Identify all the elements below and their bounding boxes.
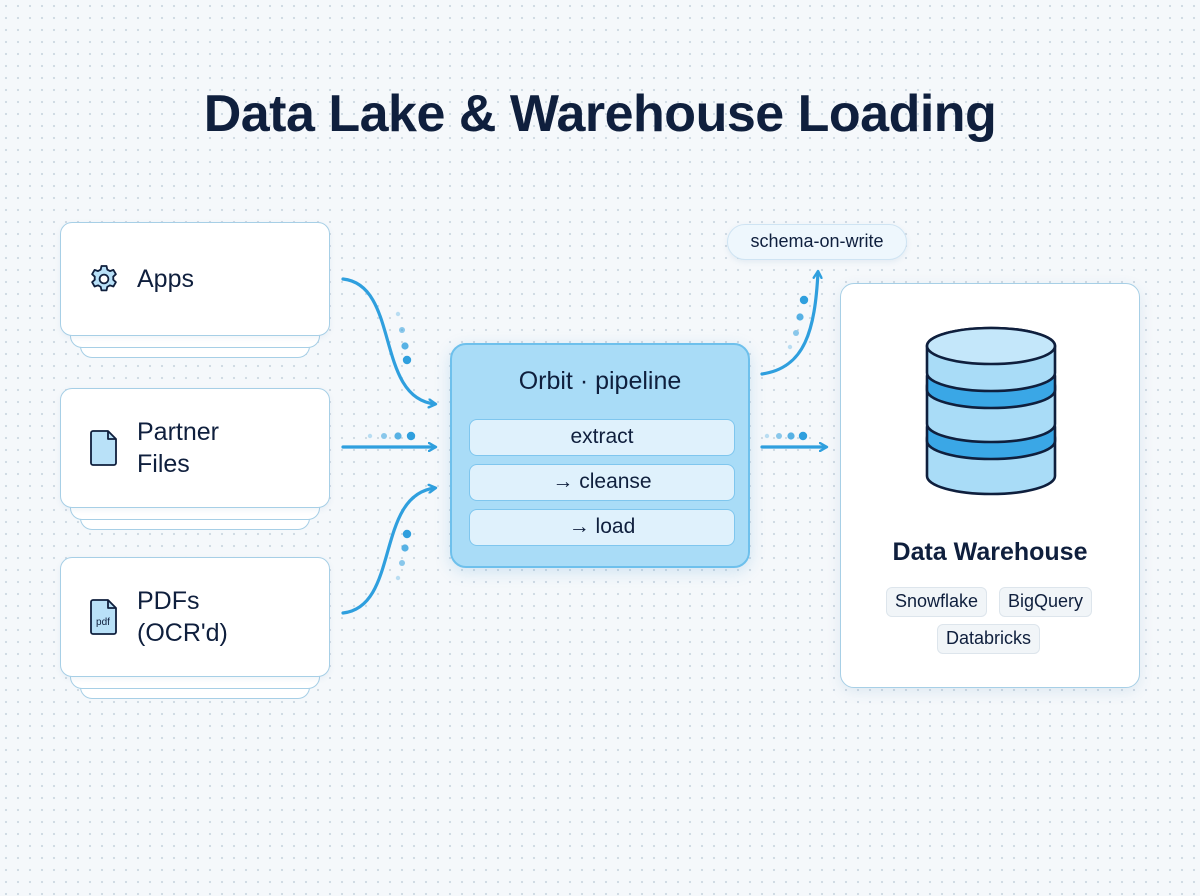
tag-databricks: Databricks	[937, 624, 1041, 654]
pdf-icon-text: pdf	[96, 617, 110, 628]
source-partner-files: Partner Files	[60, 388, 330, 533]
source-card-apps[interactable]: Apps	[60, 222, 330, 336]
pipeline-step-cleanse[interactable]: → cleanse	[469, 464, 735, 501]
warehouse-title: Data Warehouse	[892, 538, 1088, 566]
schema-note-pill: schema-on-write	[727, 224, 907, 260]
tag-snowflake: Snowflake	[886, 587, 988, 617]
arrow-pdfs-to-pipeline	[341, 488, 435, 615]
diagram-title: Data Lake & Warehouse Loading	[203, 85, 997, 143]
source-label: PDFs (OCR'd)	[137, 587, 228, 647]
source-label: Partner Files	[137, 418, 219, 478]
source-apps: Apps	[60, 222, 330, 362]
pipeline-title: Orbit · pipeline	[518, 367, 682, 395]
gear-icon	[87, 259, 121, 299]
tag-bigquery: BigQuery	[999, 587, 1093, 617]
arrow-pipeline-to-schema-note	[760, 272, 818, 376]
pipeline-step-extract[interactable]: extract	[469, 419, 735, 456]
file-icon	[87, 428, 121, 468]
pipeline-step-load[interactable]: → load	[469, 509, 735, 546]
flow-dots	[367, 295, 809, 581]
source-card-partner-files[interactable]: Partner Files	[60, 388, 330, 508]
pipeline-box[interactable]: Orbit · pipeline extract → cleanse → loa…	[450, 343, 750, 568]
pdf-file-icon: pdf	[87, 597, 121, 637]
warehouse-card[interactable]: Data Warehouse Snowflake BigQuery Databr…	[840, 283, 1140, 688]
source-pdfs: pdf PDFs (OCR'd)	[60, 557, 330, 702]
arrow-apps-to-pipeline	[341, 277, 435, 404]
database-icon	[925, 326, 1057, 496]
source-label: Apps	[137, 265, 194, 293]
source-card-pdfs[interactable]: pdf PDFs (OCR'd)	[60, 557, 330, 677]
